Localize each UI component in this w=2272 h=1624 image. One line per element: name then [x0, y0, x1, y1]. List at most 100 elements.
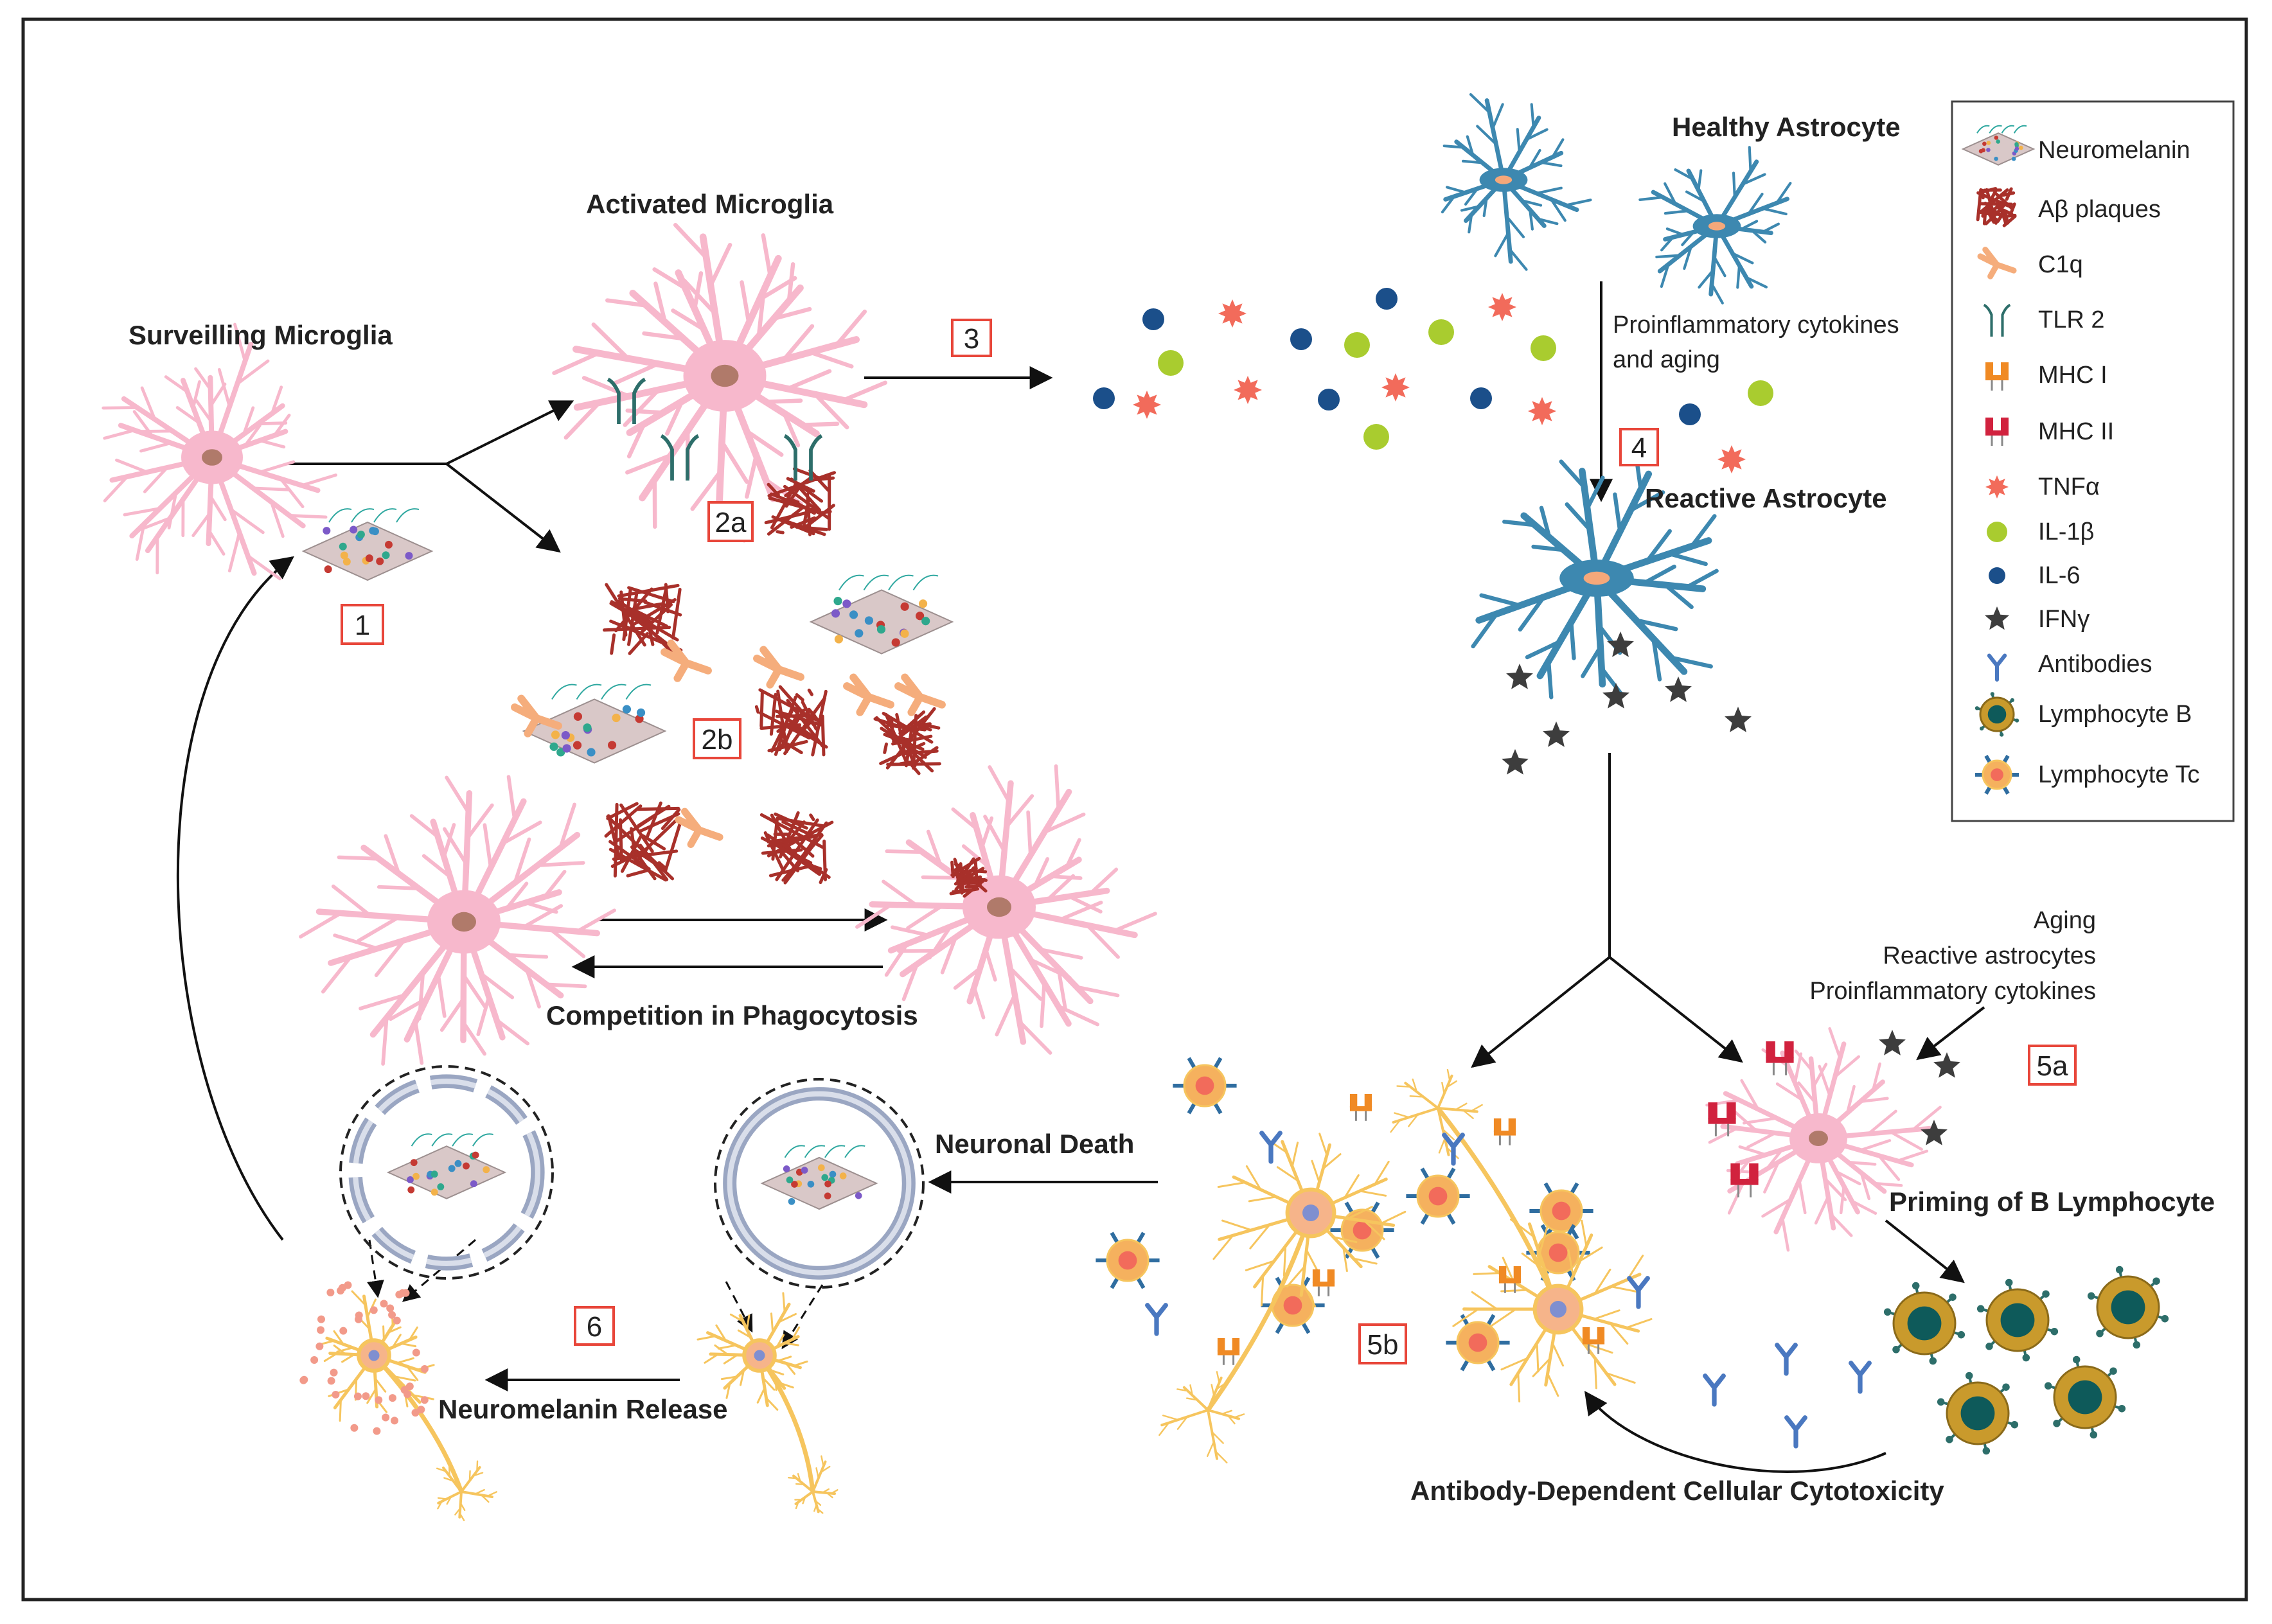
- il6-6: [1679, 403, 1701, 425]
- neuromelanin-surveilling: [303, 509, 432, 580]
- ifng-5: [1725, 707, 1752, 732]
- lympho-tc-7: [1526, 1225, 1590, 1280]
- tnf-4: [1381, 373, 1410, 402]
- vesicle-intact: [715, 1079, 923, 1287]
- label-neuromelanin-release: Neuromelanin Release: [438, 1394, 728, 1424]
- label-reactive-astrocyte: Reactive Astrocyte: [1645, 483, 1887, 513]
- il1b-5: [1748, 380, 1773, 406]
- neuron-right-tc: [1391, 1070, 1651, 1402]
- vesicle-intact-neuromelanin: [762, 1145, 876, 1209]
- ifng-priming-0: [1879, 1030, 1906, 1055]
- arrow-to-neurons: [1473, 957, 1610, 1066]
- step-4: 4: [1620, 429, 1658, 465]
- label-reactive-astrocytes: Reactive astrocytes: [1883, 942, 2096, 969]
- ifng-6: [1502, 749, 1529, 775]
- lympho-b-4: [2045, 1356, 2126, 1439]
- legend-label-il1b: IL-1β: [2038, 518, 2094, 545]
- label-surveilling-microglia: Surveilling Microglia: [129, 320, 393, 350]
- ifng-2: [1543, 721, 1570, 747]
- arrow-aging-to-ifn: [1918, 1007, 1984, 1059]
- tlr2-3: [785, 436, 822, 481]
- lympho-tc-3: [1406, 1169, 1469, 1224]
- ifng-priming-1: [1933, 1052, 1960, 1078]
- il1b-2: [1428, 319, 1454, 345]
- legend-label-tlr2: TLR 2: [2038, 306, 2104, 333]
- step-5a: 5a: [2029, 1046, 2075, 1084]
- arrow-to-priming: [1610, 957, 1741, 1061]
- il1b-0: [1158, 350, 1184, 376]
- lympho-tc-6: [1446, 1315, 1509, 1370]
- il1b-3: [1531, 335, 1556, 361]
- label-competition: Competition in Phagocytosis: [546, 1000, 918, 1030]
- label-adcc: Antibody-Dependent Cellular Cytotoxicity: [1410, 1476, 1944, 1506]
- ifng-1: [1506, 664, 1533, 689]
- lympho-tc-0: [1173, 1058, 1236, 1113]
- antibody-5: [1148, 1305, 1166, 1334]
- mhc1-5: [1499, 1266, 1521, 1293]
- arrow-to-activated: [447, 402, 572, 464]
- svg-text:2a: 2a: [715, 507, 747, 538]
- legend-label-mhc2: MHC II: [2038, 418, 2114, 445]
- neuromelanin-layer: [299, 509, 952, 1434]
- legend-icon-il1b: [1987, 522, 2007, 542]
- label-proinflammatory-cytokines: Proinflammatory cytokines: [1809, 978, 2096, 1005]
- tnf-3: [1234, 376, 1262, 404]
- figure-frame: [23, 19, 2246, 1600]
- lympho-b-3: [1937, 1372, 2018, 1455]
- svg-text:3: 3: [964, 323, 979, 355]
- tnf-1: [1488, 293, 1516, 321]
- arrow-loop-back: [178, 558, 292, 1240]
- legend-icon-il6: [1989, 567, 2005, 584]
- vesicle-rupturing: [341, 1066, 553, 1278]
- vesicle-rupturing-neuromelanin: [388, 1134, 505, 1199]
- legend-label-tnf: TNFα: [2038, 473, 2100, 500]
- legend-label-il6: IL-6: [2038, 562, 2080, 589]
- legend-label-abeta: Aβ plaques: [2038, 196, 2161, 223]
- svg-text:1: 1: [355, 610, 370, 641]
- step-boxes: 1 2a 2b 3 4 5a 5b 6: [342, 320, 2075, 1363]
- arrow-adcc: [1586, 1393, 1886, 1472]
- tnf-6: [1717, 445, 1746, 473]
- svg-text:2b: 2b: [702, 724, 733, 755]
- antibody-1: [1777, 1345, 1796, 1373]
- label-proinflammatory-aging-1: Proinflammatory cytokines: [1613, 312, 1899, 339]
- step-6: 6: [575, 1307, 614, 1345]
- ifng-3: [1602, 683, 1629, 709]
- svg-text:4: 4: [1631, 432, 1647, 464]
- priming-microglia: [1707, 1028, 1940, 1250]
- plaque-2b-2: [756, 687, 826, 755]
- legend-label-lympho-b: Lymphocyte B: [2038, 701, 2192, 728]
- mhc1-3: [1218, 1338, 1239, 1365]
- mhc1-2: [1313, 1269, 1335, 1296]
- tnf-2: [1133, 391, 1161, 419]
- label-activated-microglia: Activated Microglia: [586, 189, 834, 219]
- svg-text:5a: 5a: [2037, 1050, 2068, 1082]
- legend-label-c1q: C1q: [2038, 251, 2083, 278]
- tnf-5: [1528, 397, 1556, 425]
- il6-1: [1290, 328, 1312, 350]
- antibody-2: [1851, 1363, 1870, 1391]
- label-aging: Aging: [2034, 907, 2096, 934]
- ifng-4: [1665, 676, 1692, 702]
- legend-label-neuromelanin: Neuromelanin: [2038, 137, 2190, 164]
- c1q-4: [847, 677, 891, 712]
- legend-label-antibodies: Antibodies: [2038, 651, 2152, 678]
- il6-3: [1093, 387, 1115, 409]
- legend-label-ifng: IFNγ: [2038, 606, 2090, 633]
- activated-microglia: [554, 225, 885, 540]
- lympho-b-0: [1884, 1282, 1965, 1365]
- ifng-priming-2: [1921, 1120, 1948, 1145]
- mhc1-6: [1583, 1327, 1604, 1354]
- legend-icon-tnf: [1985, 475, 2009, 499]
- svg-text:6: 6: [587, 1311, 602, 1343]
- c1q-1: [664, 643, 708, 678]
- c1q-3: [757, 649, 801, 684]
- tnf-0: [1218, 299, 1247, 328]
- arrow-priming-to-b: [1886, 1221, 1963, 1282]
- molecules-layer: [515, 288, 1960, 1446]
- step-5b: 5b: [1360, 1325, 1406, 1363]
- mhc1-4: [1494, 1118, 1516, 1145]
- plaque-2b-3: [875, 709, 939, 773]
- legend-label-lympho-tc: Lymphocyte Tc: [2038, 761, 2199, 788]
- lympho-b-1: [1977, 1279, 2058, 1362]
